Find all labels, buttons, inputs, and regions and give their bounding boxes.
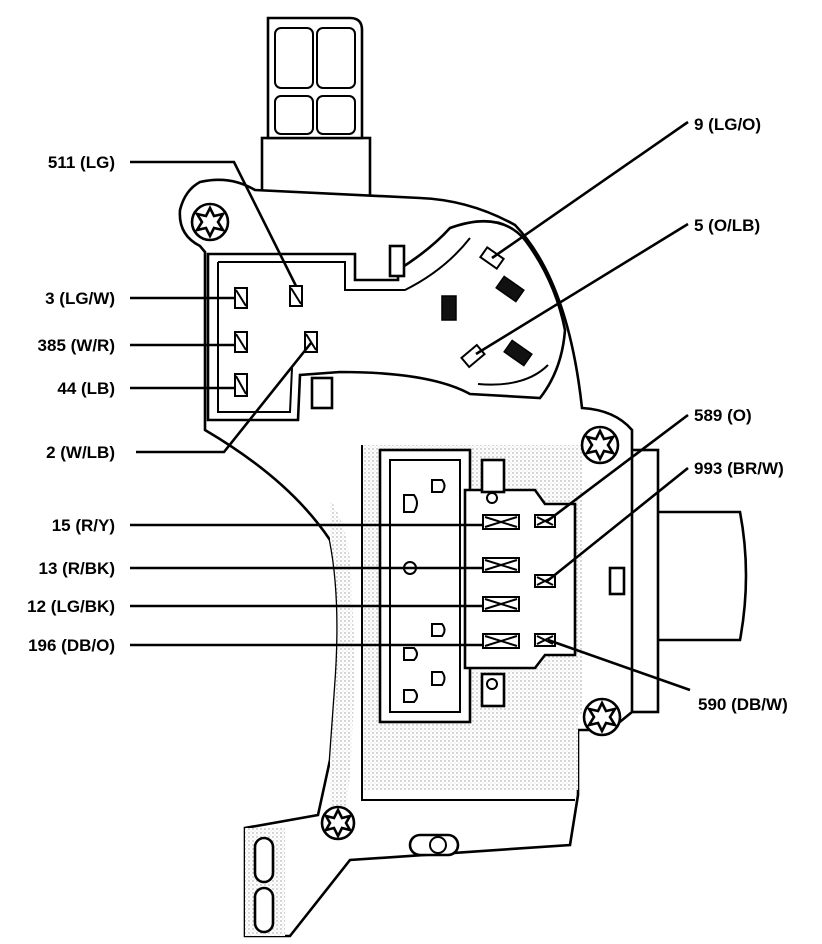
- wire-label-13: 13 (R/BK): [38, 559, 115, 578]
- wire-label-9: 9 (LG/O): [694, 115, 761, 134]
- bottom-bracket: [253, 833, 460, 934]
- wire-label-385: 385 (W/R): [38, 336, 115, 355]
- wire-label-196: 196 (DB/O): [28, 636, 115, 655]
- wire-label-3: 3 (LG/W): [45, 289, 115, 308]
- leader-lines: [130, 120, 691, 692]
- wire-label-2: 2 (W/LB): [46, 443, 115, 462]
- wire-label-44: 44 (LB): [57, 379, 115, 398]
- wire-labels: 511 (LG) 3 (LG/W) 385 (W/R) 44 (LB) 2 (W…: [27, 115, 788, 714]
- wire-label-15: 15 (R/Y): [52, 516, 115, 535]
- torx-screw-icon: [580, 425, 620, 465]
- torx-screw-icon: [190, 202, 230, 242]
- upper-terminals: [234, 245, 533, 397]
- torx-screw-icon: [320, 805, 356, 841]
- torx-screw-icon: [582, 697, 622, 737]
- wire-label-589: 589 (O): [694, 406, 752, 425]
- wire-label-511: 511 (LG): [48, 153, 115, 172]
- wire-label-5: 5 (O/LB): [694, 216, 760, 235]
- lower-terminals: [482, 514, 556, 649]
- shaft-right: [626, 448, 748, 714]
- upper-connector-block: [206, 219, 567, 422]
- wire-label-12: 12 (LG/BK): [27, 597, 115, 616]
- lower-connector: [378, 448, 626, 724]
- wire-label-993: 993 (BR/W): [694, 459, 784, 478]
- wire-label-590: 590 (DB/W): [698, 695, 788, 714]
- stalk-top: [260, 16, 372, 198]
